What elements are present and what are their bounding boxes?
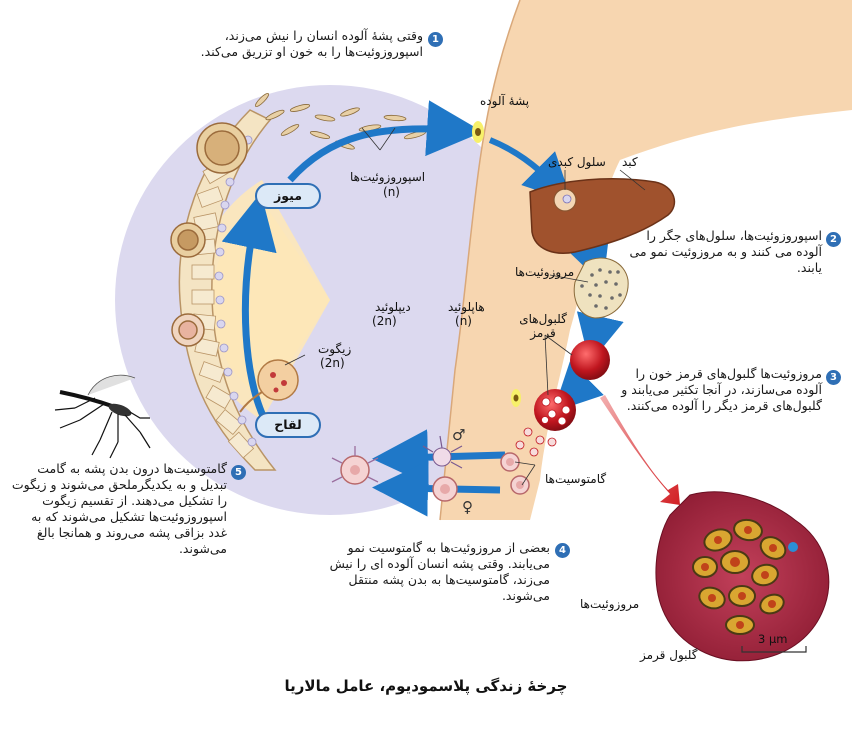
label-merozoites-inset: مروزوئیت‌ها [580,597,639,611]
label-zygote-ploidy: (2n) [320,356,345,370]
label-diploid: دیپلوئید [375,300,411,314]
step-3-text: مروزوئیت‌ها گلبول‌های قرمز خون را آلوده … [620,366,822,414]
merozoites-cluster [574,258,628,318]
red-blood-cell [570,340,610,380]
label-zygote: زیگوت [318,342,351,356]
label-liver: کبد [622,155,638,169]
label-gametocytes: گامتوسیت‌ها [545,472,606,486]
step-2-badge: 2 [826,232,841,247]
step-3-badge: 3 [826,370,841,385]
female-gamete [433,477,457,501]
meiosis-box: میوز [255,183,321,209]
label-haploid: هاپلوئید [448,300,485,314]
label-haploid-ploidy: (n) [455,314,472,328]
label-scale: 3 µm [758,632,788,646]
label-infected-mosquito: پشهٔ آلوده [480,94,529,108]
arrow-to-infected-rbc [570,380,585,395]
label-diploid-ploidy: (2n) [372,314,397,328]
label-liver-cell: سلول کبدی [548,155,606,169]
label-red-cell-inset: گلبول قرمز [640,648,697,662]
step-5-badge: 5 [231,465,246,480]
step-2-text: اسپوروزوئیت‌ها، سلول‌های جگر را آلوده می… [622,228,822,276]
label-merozoites: مروزوئیت‌ها [515,265,574,279]
male-symbol: ♂ [452,428,465,442]
step-5-text: گامتوسیت‌ها درون بدن پشه به گامت تبدیل و… [10,461,227,557]
step-4-badge: 4 [555,543,570,558]
step-4-text: بعضی از مروزوئیت‌ها به گامتوسیت نمو می‌ی… [310,540,550,604]
label-sporozoites-ploidy: (n) [383,185,400,199]
arrow-gametocytes-male [400,455,505,458]
label-sporozoites: اسپوروزوئیت‌ها [350,170,425,184]
fertilization-box: لقاح [255,412,321,438]
diagram-title: چرخهٔ زندگی پلاسمودیوم، عامل مالاریا [0,677,852,695]
arrow-to-rbc [595,318,600,340]
step-1-badge: 1 [428,32,443,47]
step-1-text: وقتی پشهٔ آلوده انسان را نیش می‌زند، اسپ… [180,28,423,60]
label-red-blood-cells: گلبول‌های قرمز [518,312,568,340]
female-symbol: ♀ [462,500,473,514]
micrograph-infected-rbc [656,492,829,661]
